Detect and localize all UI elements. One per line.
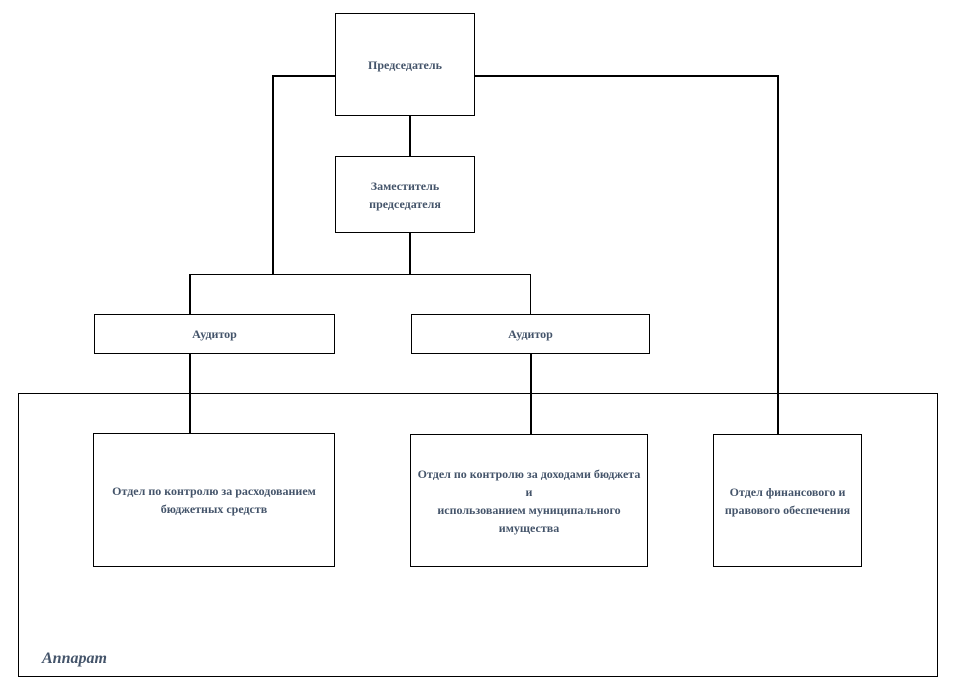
node-deputy-chairman: Заместитель председателя	[335, 156, 475, 233]
node-auditor-right: Аудитор	[411, 314, 650, 354]
connector-bus-to-auditor-right	[529, 274, 531, 315]
node-dept-budget-expenditure-label: Отдел по контролю за расходованием бюдже…	[112, 484, 316, 516]
node-auditor-right-label: Аудитор	[508, 327, 553, 341]
node-deputy-chairman-label: Заместитель председателя	[369, 178, 441, 211]
node-dept-budget-expenditure: Отдел по контролю за расходованием бюдже…	[93, 433, 335, 567]
node-chairman-label: Председатель	[368, 57, 442, 72]
apparatus-group-label: Аппарат	[42, 650, 107, 667]
connector-auditors-bus-horizontal	[189, 273, 531, 275]
connector-auditor-right-to-dept	[530, 353, 532, 435]
node-dept-finance-legal: Отдел финансового и правового обеспечени…	[713, 434, 862, 567]
node-dept-finance-legal-label: Отдел финансового и правового обеспечени…	[724, 484, 851, 517]
connector-chairman-left-horizontal	[272, 75, 336, 77]
node-dept-budget-revenue: Отдел по контролю за доходами бюджета и …	[410, 434, 648, 567]
connector-bus-to-auditor-left	[189, 274, 191, 315]
node-auditor-left-label: Аудитор	[192, 327, 237, 341]
connector-deputy-to-bus	[409, 232, 411, 275]
connector-right-vertical-to-dept-finance	[777, 75, 779, 434]
node-dept-budget-revenue-label: Отдел по контролю за доходами бюджета и …	[417, 466, 641, 535]
apparatus-group-box	[18, 393, 938, 677]
node-chairman: Председатель	[335, 13, 475, 116]
connector-chairman-right-horizontal	[473, 75, 778, 77]
connector-left-vertical-to-bus	[272, 75, 274, 275]
node-auditor-left: Аудитор	[94, 314, 335, 354]
connector-chairman-to-deputy	[409, 115, 411, 157]
